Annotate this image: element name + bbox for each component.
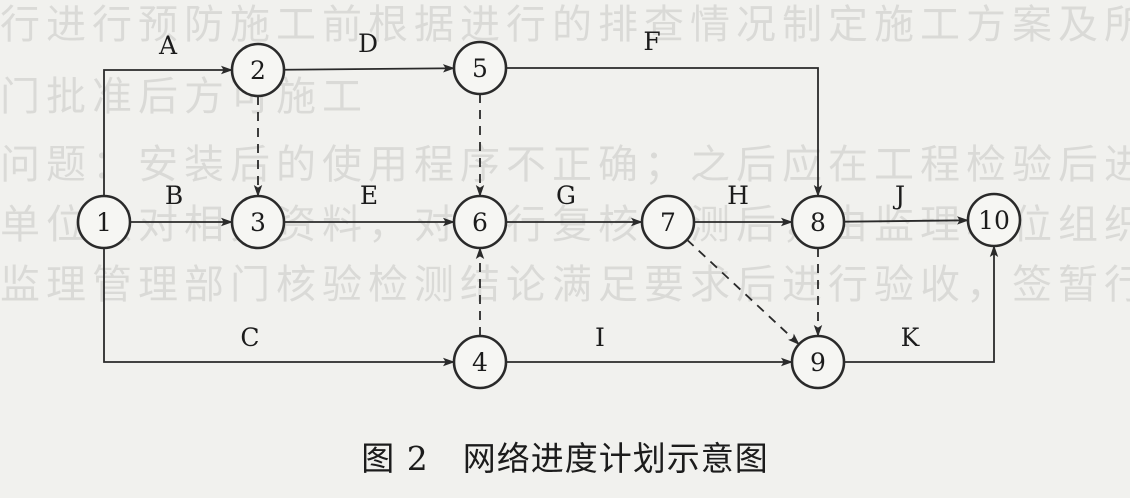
activity-arrow-a (103, 65, 233, 196)
event-node-label: 6 (472, 208, 488, 237)
event-node-label: 3 (250, 208, 266, 237)
event-node-4: 4 (452, 334, 508, 390)
event-node-label: 5 (472, 54, 488, 83)
event-node-circle (790, 334, 846, 390)
activity-label-g: G (556, 181, 576, 210)
activity-label-j: J (892, 181, 905, 210)
activity-arrow-k (844, 245, 999, 363)
event-node-1: 1 (76, 194, 132, 250)
event-node-circle (452, 194, 508, 250)
activity-arrow-d (283, 64, 456, 73)
activity-label-i: I (595, 323, 605, 352)
event-node-label: 10 (978, 206, 1010, 235)
event-node-label: 1 (96, 208, 112, 237)
network-schedule-diagram: A B C D E F G H I J K 1 2 3 4 5 6 7 8 9 10 (76, 27, 1022, 390)
activity-label-h: H (727, 181, 749, 210)
event-node-circle (790, 194, 846, 250)
event-node-label: 7 (660, 208, 676, 237)
event-node-circle (452, 334, 508, 390)
activity-label-a: A (158, 31, 178, 60)
activity-label-k: K (901, 323, 921, 352)
event-node-circle (230, 42, 286, 98)
activity-arrow-f (506, 67, 823, 197)
event-node-label: 9 (810, 348, 826, 377)
event-node-6: 6 (452, 194, 508, 250)
event-node-label: 2 (250, 56, 266, 85)
activity-label-b: B (165, 181, 183, 210)
activity-label-e: E (360, 181, 378, 210)
activity-arrow-c (103, 248, 455, 367)
event-node-5: 5 (452, 40, 508, 96)
activity-label-d: D (358, 29, 378, 58)
figure-caption: 图 2 网络进度计划示意图 (361, 439, 769, 478)
activity-label-c: C (240, 323, 259, 352)
event-node-9: 9 (790, 334, 846, 390)
labels-layer: A B C D E F G H I J K (158, 27, 921, 352)
event-node-circle (966, 192, 1022, 248)
nodes-layer: 1 2 3 4 5 6 7 8 9 10 (76, 40, 1022, 390)
activity-label-f: F (643, 27, 660, 56)
event-node-10: 10 (966, 192, 1022, 248)
event-node-8: 8 (790, 194, 846, 250)
event-node-2: 2 (230, 42, 286, 98)
dummy-arrow-7-9 (686, 239, 800, 345)
event-node-7: 7 (640, 194, 696, 250)
event-node-circle (452, 40, 508, 96)
event-node-circle (640, 194, 696, 250)
event-node-label: 4 (472, 348, 488, 377)
activity-arrow-j (843, 216, 970, 225)
edges-layer (103, 64, 999, 367)
event-node-circle (76, 194, 132, 250)
event-node-3: 3 (230, 194, 286, 250)
event-node-label: 8 (810, 208, 826, 237)
event-node-circle (230, 194, 286, 250)
